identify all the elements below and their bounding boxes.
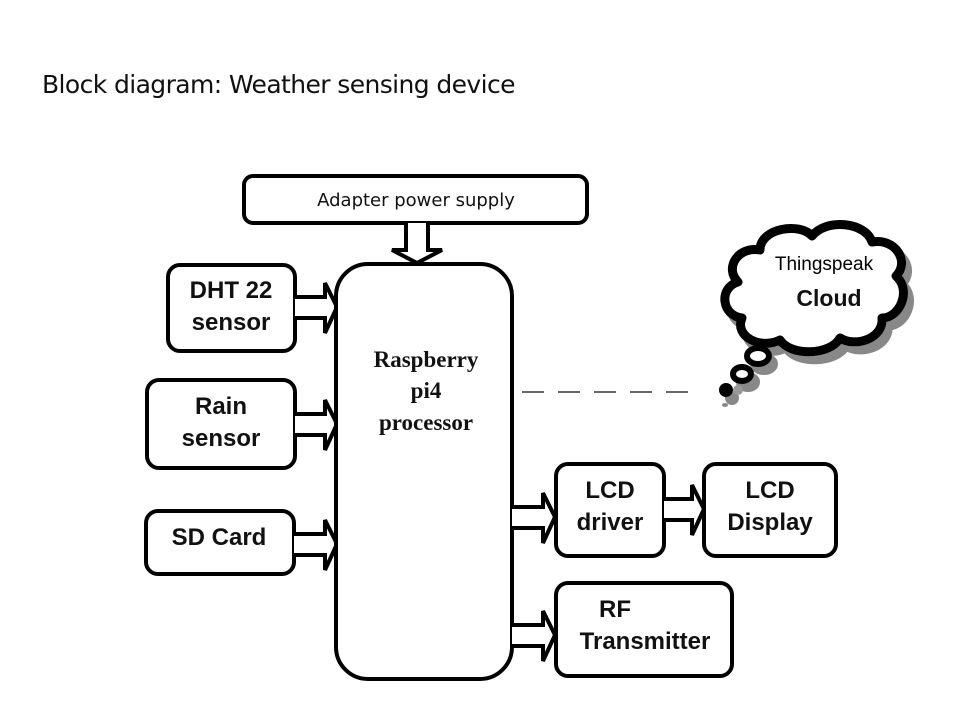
rain-label-line2: sensor (182, 425, 261, 452)
sd-card-block: SD Card (144, 509, 296, 576)
power-supply-block: Adapter power supply (242, 174, 589, 225)
processor-label-line1: Raspberry (374, 347, 479, 372)
diagram-title: Block diagram: Weather sensing device (42, 70, 516, 99)
rain-label-line1: Rain (195, 393, 247, 420)
power-arrow (391, 223, 443, 266)
processor-label-line2: pi4 (411, 378, 442, 403)
processor-label-line3: processor (379, 410, 473, 435)
lcd-driver-label-line1: LCD (585, 477, 634, 504)
processor-block: Raspberry pi4 processor (334, 262, 514, 681)
power-supply-label: Adapter power supply (317, 190, 515, 211)
dht22-label-line2: sensor (192, 309, 271, 336)
rf-transmitter-block: RF Transmitter (554, 581, 734, 678)
rf-arrow (512, 610, 558, 662)
rain-arrow (295, 399, 340, 451)
lcd-display-label-line1: LCD (745, 477, 794, 504)
dht22-sensor-block: DHT 22 sensor (166, 263, 297, 353)
rf-label-line1: RF (599, 596, 631, 623)
lcd-display-block: LCD Display (702, 462, 838, 558)
cloud-icon (719, 220, 908, 397)
lcd-driver-label-line2: driver (577, 509, 644, 536)
cloud-label-line2: Cloud (796, 285, 861, 311)
rain-sensor-block: Rain sensor (145, 378, 297, 470)
lcd-driver-block: LCD driver (554, 462, 666, 558)
lcd-driver-arrow (512, 492, 558, 544)
sd-card-label: SD Card (172, 524, 267, 551)
dht22-arrow (295, 282, 340, 334)
sd-card-arrow (294, 519, 340, 571)
lcd-display-label-line2: Display (727, 509, 813, 536)
rf-label-line2: Transmitter (580, 628, 711, 655)
lcd-display-arrow (664, 484, 707, 536)
cloud-bubble-small (722, 403, 728, 407)
cloud-label-line1: Thingspeak (775, 254, 874, 275)
dht22-label-line1: DHT 22 (190, 277, 273, 304)
cloud-bubble-shadow (733, 385, 743, 395)
